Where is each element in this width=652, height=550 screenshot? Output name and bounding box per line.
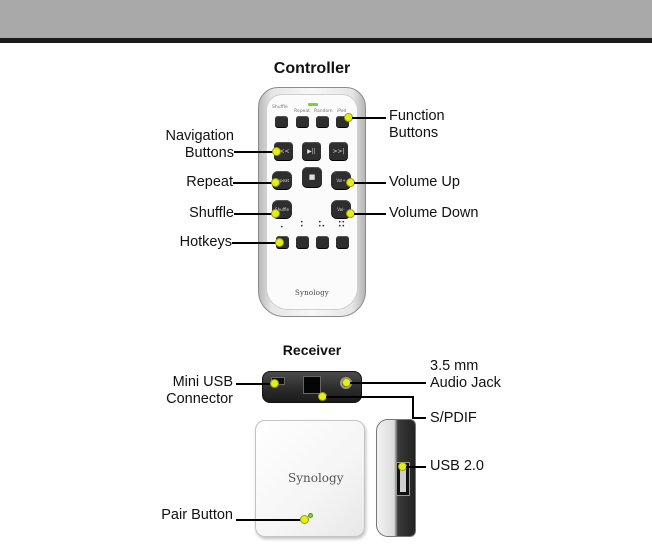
audio-jack-label: 3.5 mm Audio Jack bbox=[430, 358, 501, 392]
fn-key-label-1: Shuffle bbox=[272, 105, 288, 110]
hotkey-mark-4: •••• bbox=[338, 221, 345, 229]
mini-usb-label: Mini USB Connector bbox=[140, 374, 233, 408]
navigation-label-line-1: Navigation bbox=[140, 128, 234, 145]
function-key-3[interactable] bbox=[316, 116, 329, 127]
hotkey-mark-1: • bbox=[280, 224, 284, 231]
header-band bbox=[0, 0, 652, 38]
fn-key-label-2: Repeat bbox=[294, 109, 310, 114]
function-label-line-1: Function bbox=[389, 108, 445, 125]
header-rule bbox=[0, 38, 652, 43]
volume-down-label: Volume Down bbox=[389, 205, 478, 222]
hotkey-3[interactable] bbox=[316, 236, 329, 248]
hotkeys-callout-dot bbox=[275, 238, 284, 247]
navigation-callout-dot bbox=[272, 147, 281, 156]
function-label-line-2: Buttons bbox=[389, 125, 445, 142]
spdif-port bbox=[303, 376, 321, 394]
spdif-leader-v bbox=[412, 396, 414, 419]
mini-usb-leader bbox=[236, 383, 274, 385]
repeat-leader bbox=[233, 182, 275, 184]
navigation-label-line-2: Buttons bbox=[140, 145, 234, 162]
audio-jack-label-line-2: Audio Jack bbox=[430, 375, 501, 392]
audio-jack-leader bbox=[350, 382, 426, 384]
pair-button-label: Pair Button bbox=[130, 507, 233, 524]
hotkey-2[interactable] bbox=[296, 236, 309, 248]
audio-jack-label-line-1: 3.5 mm bbox=[430, 358, 501, 375]
function-key-1[interactable] bbox=[275, 116, 288, 127]
shuffle-label: Shuffle bbox=[140, 205, 234, 222]
volume-up-leader bbox=[354, 182, 386, 184]
remote-brand-logo: Synology bbox=[295, 289, 329, 297]
controller-title: Controller bbox=[250, 60, 374, 78]
volume-down-leader bbox=[354, 213, 386, 215]
spdif-label: S/PDIF bbox=[430, 410, 477, 427]
shuffle-callout-dot bbox=[271, 209, 280, 218]
hotkey-4[interactable] bbox=[336, 236, 349, 248]
volume-up-label: Volume Up bbox=[389, 174, 460, 191]
pair-button-leader bbox=[236, 519, 302, 521]
hotkeys-label: Hotkeys bbox=[140, 234, 232, 251]
fn-key-label-3: Random bbox=[314, 109, 333, 114]
pair-button-led bbox=[308, 513, 313, 518]
usb-label: USB 2.0 bbox=[430, 458, 484, 475]
hotkey-mark-2: •• bbox=[300, 221, 304, 229]
next-track-button[interactable]: >>| bbox=[329, 142, 348, 160]
mini-usb-callout-dot bbox=[270, 379, 279, 388]
spdif-leader-h2 bbox=[412, 417, 426, 419]
hotkeys-leader bbox=[232, 242, 278, 244]
mini-usb-label-line-1: Mini USB bbox=[140, 374, 233, 391]
play-pause-button[interactable]: ▶|| bbox=[302, 142, 321, 160]
navigation-buttons-label: Navigation Buttons bbox=[140, 128, 234, 162]
stop-button[interactable]: ■ bbox=[302, 167, 322, 187]
hotkey-mark-3: ••• bbox=[318, 221, 325, 229]
receiver-title: Receiver bbox=[262, 342, 362, 358]
spdif-leader-h1 bbox=[326, 396, 414, 398]
function-leader bbox=[352, 117, 386, 119]
function-buttons-label: Function Buttons bbox=[389, 108, 445, 142]
shuffle-leader bbox=[234, 213, 276, 215]
repeat-callout-dot bbox=[271, 178, 280, 187]
mini-usb-label-line-2: Connector bbox=[140, 391, 233, 408]
usb-leader bbox=[406, 466, 426, 468]
receiver-brand-logo: Synology bbox=[288, 471, 343, 485]
repeat-label: Repeat bbox=[140, 174, 233, 191]
function-key-2[interactable] bbox=[296, 116, 309, 127]
status-led bbox=[308, 103, 318, 106]
